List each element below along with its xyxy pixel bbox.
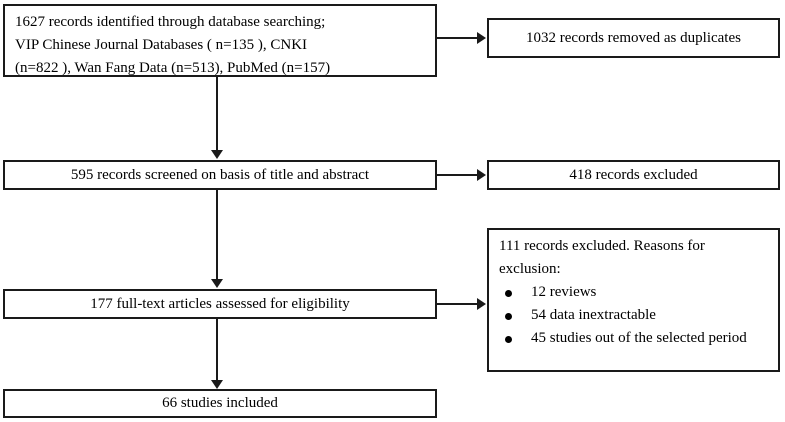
box-duplicates-removed: 1032 records removed as duplicates bbox=[487, 18, 780, 58]
duplicates-removed-label: 1032 records removed as duplicates bbox=[526, 29, 741, 46]
records-screened-label: 595 records screened on basis of title a… bbox=[70, 166, 370, 183]
exclusion-reason-item: 45 studies out of the selected period bbox=[499, 327, 770, 350]
bullet-icon bbox=[505, 290, 512, 297]
identification-line-1: 1627 records identified through database… bbox=[15, 14, 326, 30]
connector-screened-to-excluded bbox=[437, 174, 479, 176]
identification-line-3: (n=822 ), Wan Fang Data (n=513), PubMed … bbox=[15, 60, 331, 76]
studies-included-label: 66 studies included bbox=[162, 395, 278, 411]
exclusion-heading-line-2: exclusion: bbox=[499, 261, 561, 277]
box-fulltext-excluded-reasons: 111 records excluded. Reasons for exclus… bbox=[487, 228, 780, 372]
arrowhead-screened-to-excluded bbox=[477, 169, 486, 181]
exclusion-reason-text: 54 data inextractable bbox=[531, 307, 656, 323]
bullet-icon bbox=[505, 313, 512, 320]
exclusion-reason-item: 54 data inextractable bbox=[499, 304, 770, 327]
fulltext-assessed-label: 177 full-text articles assessed for elig… bbox=[90, 295, 350, 312]
bullet-icon bbox=[505, 336, 512, 343]
arrowhead-identified-to-duplicates bbox=[477, 32, 486, 44]
arrowhead-identified-to-screened bbox=[211, 150, 223, 159]
exclusion-reasons-list: 12 reviews 54 data inextractable 45 stud… bbox=[499, 281, 770, 350]
box-records-identified: 1627 records identified through database… bbox=[3, 4, 437, 77]
box-records-excluded: 418 records excluded bbox=[487, 160, 780, 190]
connector-fulltext-to-included bbox=[216, 319, 218, 381]
records-excluded-label: 418 records excluded bbox=[569, 166, 698, 183]
exclusion-reason-text: 45 studies out of the selected period bbox=[531, 330, 747, 346]
box-studies-included: 66 studies included bbox=[3, 389, 437, 418]
arrowhead-fulltext-to-included bbox=[211, 380, 223, 389]
connector-screened-to-fulltext bbox=[216, 190, 218, 280]
connector-identified-to-screened bbox=[216, 77, 218, 151]
connector-identified-to-duplicates bbox=[437, 37, 479, 39]
connector-fulltext-to-exclusions bbox=[437, 303, 479, 305]
exclusion-reason-item: 12 reviews bbox=[499, 281, 770, 304]
arrowhead-fulltext-to-exclusions bbox=[477, 298, 486, 310]
exclusion-reason-text: 12 reviews bbox=[531, 284, 597, 300]
arrowhead-screened-to-fulltext bbox=[211, 279, 223, 288]
exclusion-heading-line-1: 111 records excluded. Reasons for bbox=[499, 238, 705, 254]
box-fulltext-assessed: 177 full-text articles assessed for elig… bbox=[3, 289, 437, 319]
identification-line-2: VIP Chinese Journal Databases ( n=135 ),… bbox=[15, 37, 308, 53]
box-records-screened: 595 records screened on basis of title a… bbox=[3, 160, 437, 190]
